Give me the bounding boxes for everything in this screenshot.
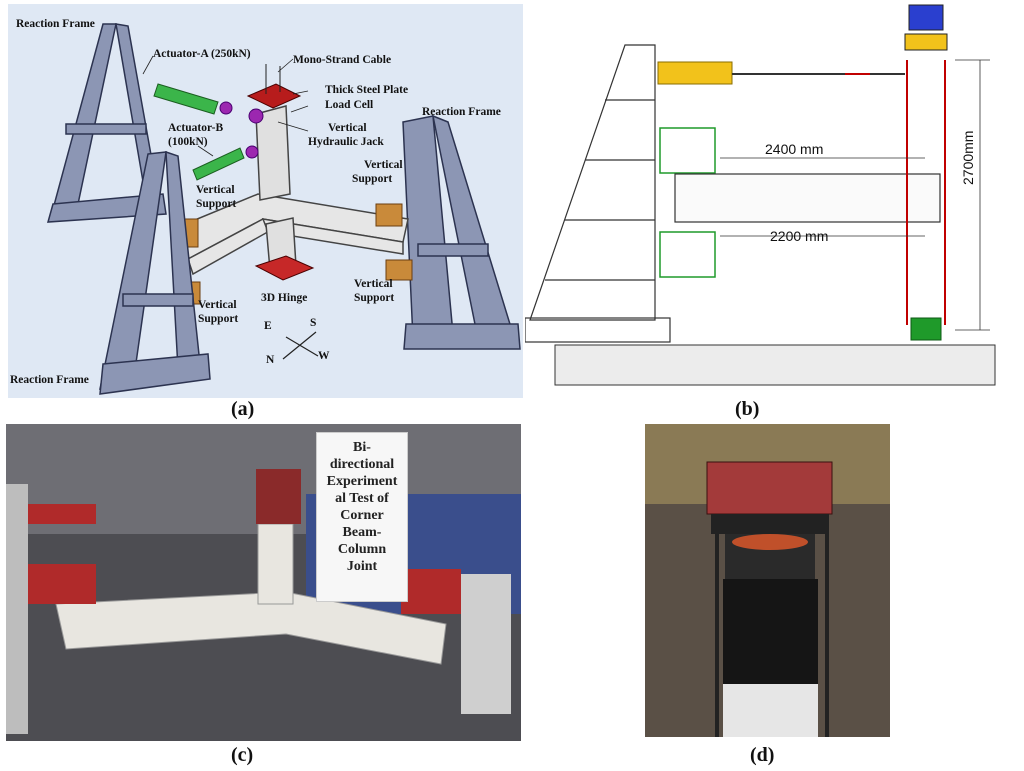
sign-line: directional xyxy=(329,457,395,472)
label-vertical-hydraulic-jack-1: Vertical xyxy=(328,122,367,134)
label-actuator-b-1: Actuator-B xyxy=(168,122,224,134)
label-reaction-frame-top: Reaction Frame xyxy=(16,18,95,30)
label-vertical-support-right-1: Vertical xyxy=(364,159,403,171)
label-vertical-support-bottom-left-1: Vertical xyxy=(198,299,237,311)
test-title-sign: Bi- directional Experiment al Test of Co… xyxy=(316,432,408,602)
sign-line: Column xyxy=(337,542,387,557)
label-vertical-support-bottom-right-1: Vertical xyxy=(354,278,393,290)
panel-d-scene xyxy=(645,424,890,737)
panel-c-scene xyxy=(6,424,521,741)
compass-w: W xyxy=(318,350,330,362)
sign-line: Joint xyxy=(346,559,378,574)
sign-line: Beam- xyxy=(342,525,382,540)
label-reaction-frame-right: Reaction Frame xyxy=(422,106,501,118)
actuator-a xyxy=(153,83,264,124)
caption-b: (b) xyxy=(735,398,760,420)
reaction-frame-elevation xyxy=(525,44,671,343)
actuator-b xyxy=(192,145,259,181)
sign-line: Experiment xyxy=(326,474,398,489)
dimension-column: 2700mm xyxy=(960,130,976,185)
panel-b-elevation-drawing: 2400 mm 2200 mm 2700mm xyxy=(525,0,1015,396)
panel-d-photo xyxy=(645,424,890,737)
compass-n: N xyxy=(266,354,275,366)
panel-c-photo: Bi- directional Experiment al Test of Co… xyxy=(6,424,521,741)
leader-lines xyxy=(142,55,309,157)
label-mono-strand-cable: Mono-Strand Cable xyxy=(293,54,392,66)
column-top-device xyxy=(904,4,948,51)
sign-line: Bi- xyxy=(353,440,371,455)
label-vertical-support-left-1: Vertical xyxy=(196,184,235,196)
beam-elevation xyxy=(674,173,941,223)
panel-a-3d-setup: Reaction Frame Actuator-A (250kN) Mono-S… xyxy=(8,4,523,398)
label-reaction-frame-bottom: Reaction Frame xyxy=(10,374,89,386)
central-column xyxy=(255,105,297,271)
column-base-hinge xyxy=(910,317,942,341)
label-actuator-a: Actuator-A (250kN) xyxy=(153,48,251,60)
caption-c: (c) xyxy=(231,744,254,766)
label-vertical-support-bottom-right-2: Support xyxy=(354,292,395,304)
label-thick-steel-plate: Thick Steel Plate xyxy=(325,84,409,96)
vertical-supports-elevation xyxy=(659,127,716,278)
compass-s: S xyxy=(310,317,317,329)
label-vertical-support-bottom-left-2: Support xyxy=(198,313,239,325)
compass-e: E xyxy=(264,320,272,332)
label-vertical-support-right-2: Support xyxy=(352,173,393,185)
sign-line: Corner xyxy=(340,508,384,523)
reaction-frame-right xyxy=(402,114,521,350)
label-3d-hinge: 3D Hinge xyxy=(261,292,308,304)
ground-elevation xyxy=(554,344,996,386)
label-vertical-support-left-2: Support xyxy=(196,198,237,210)
label-load-cell: Load Cell xyxy=(325,99,374,111)
dimension-bottom-beam: 2200 mm xyxy=(770,228,829,244)
reaction-frame-left-front xyxy=(99,150,211,395)
hinge-3d xyxy=(254,255,315,281)
compass xyxy=(282,331,319,360)
column-elevation xyxy=(906,60,946,325)
thick-steel-plate xyxy=(246,64,302,109)
caption-a: (a) xyxy=(231,398,255,420)
panel-b-drawing xyxy=(525,4,996,386)
sign-line: al Test of xyxy=(335,491,389,506)
label-vertical-hydraulic-jack-2: Hydraulic Jack xyxy=(308,136,384,148)
panel-a-drawing xyxy=(46,23,521,395)
caption-d: (d) xyxy=(750,744,775,766)
dimension-top-beam: 2400 mm xyxy=(765,141,824,157)
label-actuator-b-2: (100kN) xyxy=(168,136,208,148)
actuator-elevation xyxy=(657,61,733,85)
dimension-lines xyxy=(720,59,990,331)
